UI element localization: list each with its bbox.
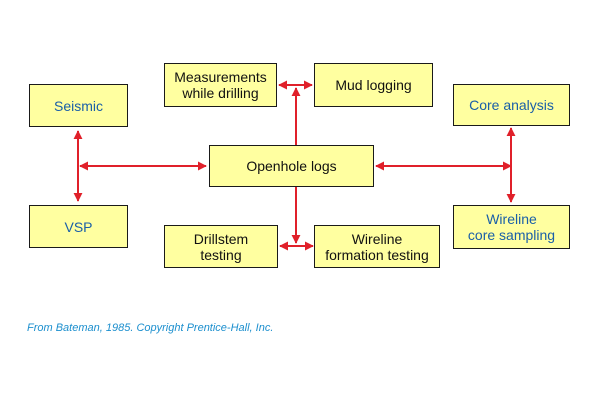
node-measurements-while-drilling-label: Measurements while drilling: [174, 69, 267, 101]
node-wireline-formation-testing: Wireline formation testing: [314, 225, 440, 268]
node-drillstem-testing-label: Drillstem testing: [193, 230, 249, 263]
node-drillstem-testing: Drillstem testing: [164, 225, 278, 268]
node-seismic: Seismic: [29, 84, 128, 127]
node-vsp: VSP: [29, 205, 128, 248]
node-core-analysis: Core analysis: [453, 84, 570, 126]
node-openhole-logs-label: Openhole logs: [246, 158, 337, 174]
node-wireline-core-sampling-label: Wireline core sampling: [467, 211, 556, 243]
node-vsp-label: VSP: [64, 218, 93, 235]
node-seismic-label: Seismic: [53, 97, 103, 114]
node-mud-logging: Mud logging: [314, 63, 433, 107]
source-caption: From Bateman, 1985. Copyright Prentice-H…: [27, 322, 274, 334]
node-openhole-logs: Openhole logs: [209, 145, 374, 187]
node-core-analysis-label: Core analysis: [469, 97, 554, 113]
node-wireline-core-sampling: Wireline core sampling: [453, 205, 570, 249]
node-mud-logging-label: Mud logging: [335, 77, 412, 93]
node-wireline-formation-testing-label: Wireline formation testing: [325, 230, 429, 263]
node-measurements-while-drilling: Measurements while drilling: [164, 63, 277, 107]
